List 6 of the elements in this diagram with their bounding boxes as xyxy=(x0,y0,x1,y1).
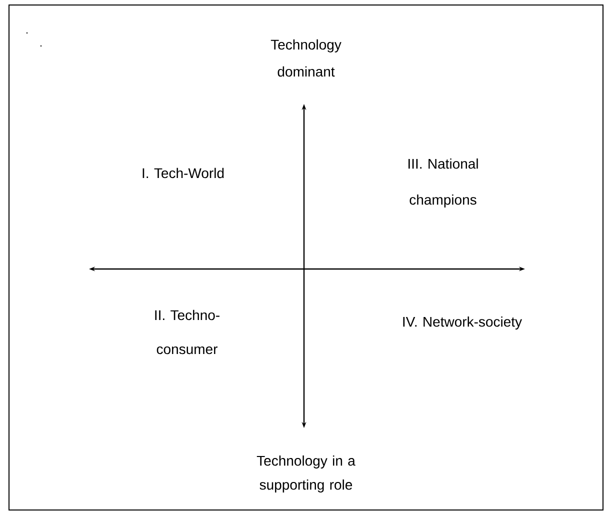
quadrant-label: III. National champions xyxy=(408,158,478,208)
quadrant-label: Technology dominant xyxy=(270,39,342,77)
quadrant-label: I. Tech-World xyxy=(142,168,224,178)
quadrant-label: Technology in a supporting role xyxy=(256,455,356,492)
quadrant-label: II. Techno-consumer xyxy=(155,310,220,354)
quadrant-label: IV. Network-society xyxy=(403,316,522,330)
